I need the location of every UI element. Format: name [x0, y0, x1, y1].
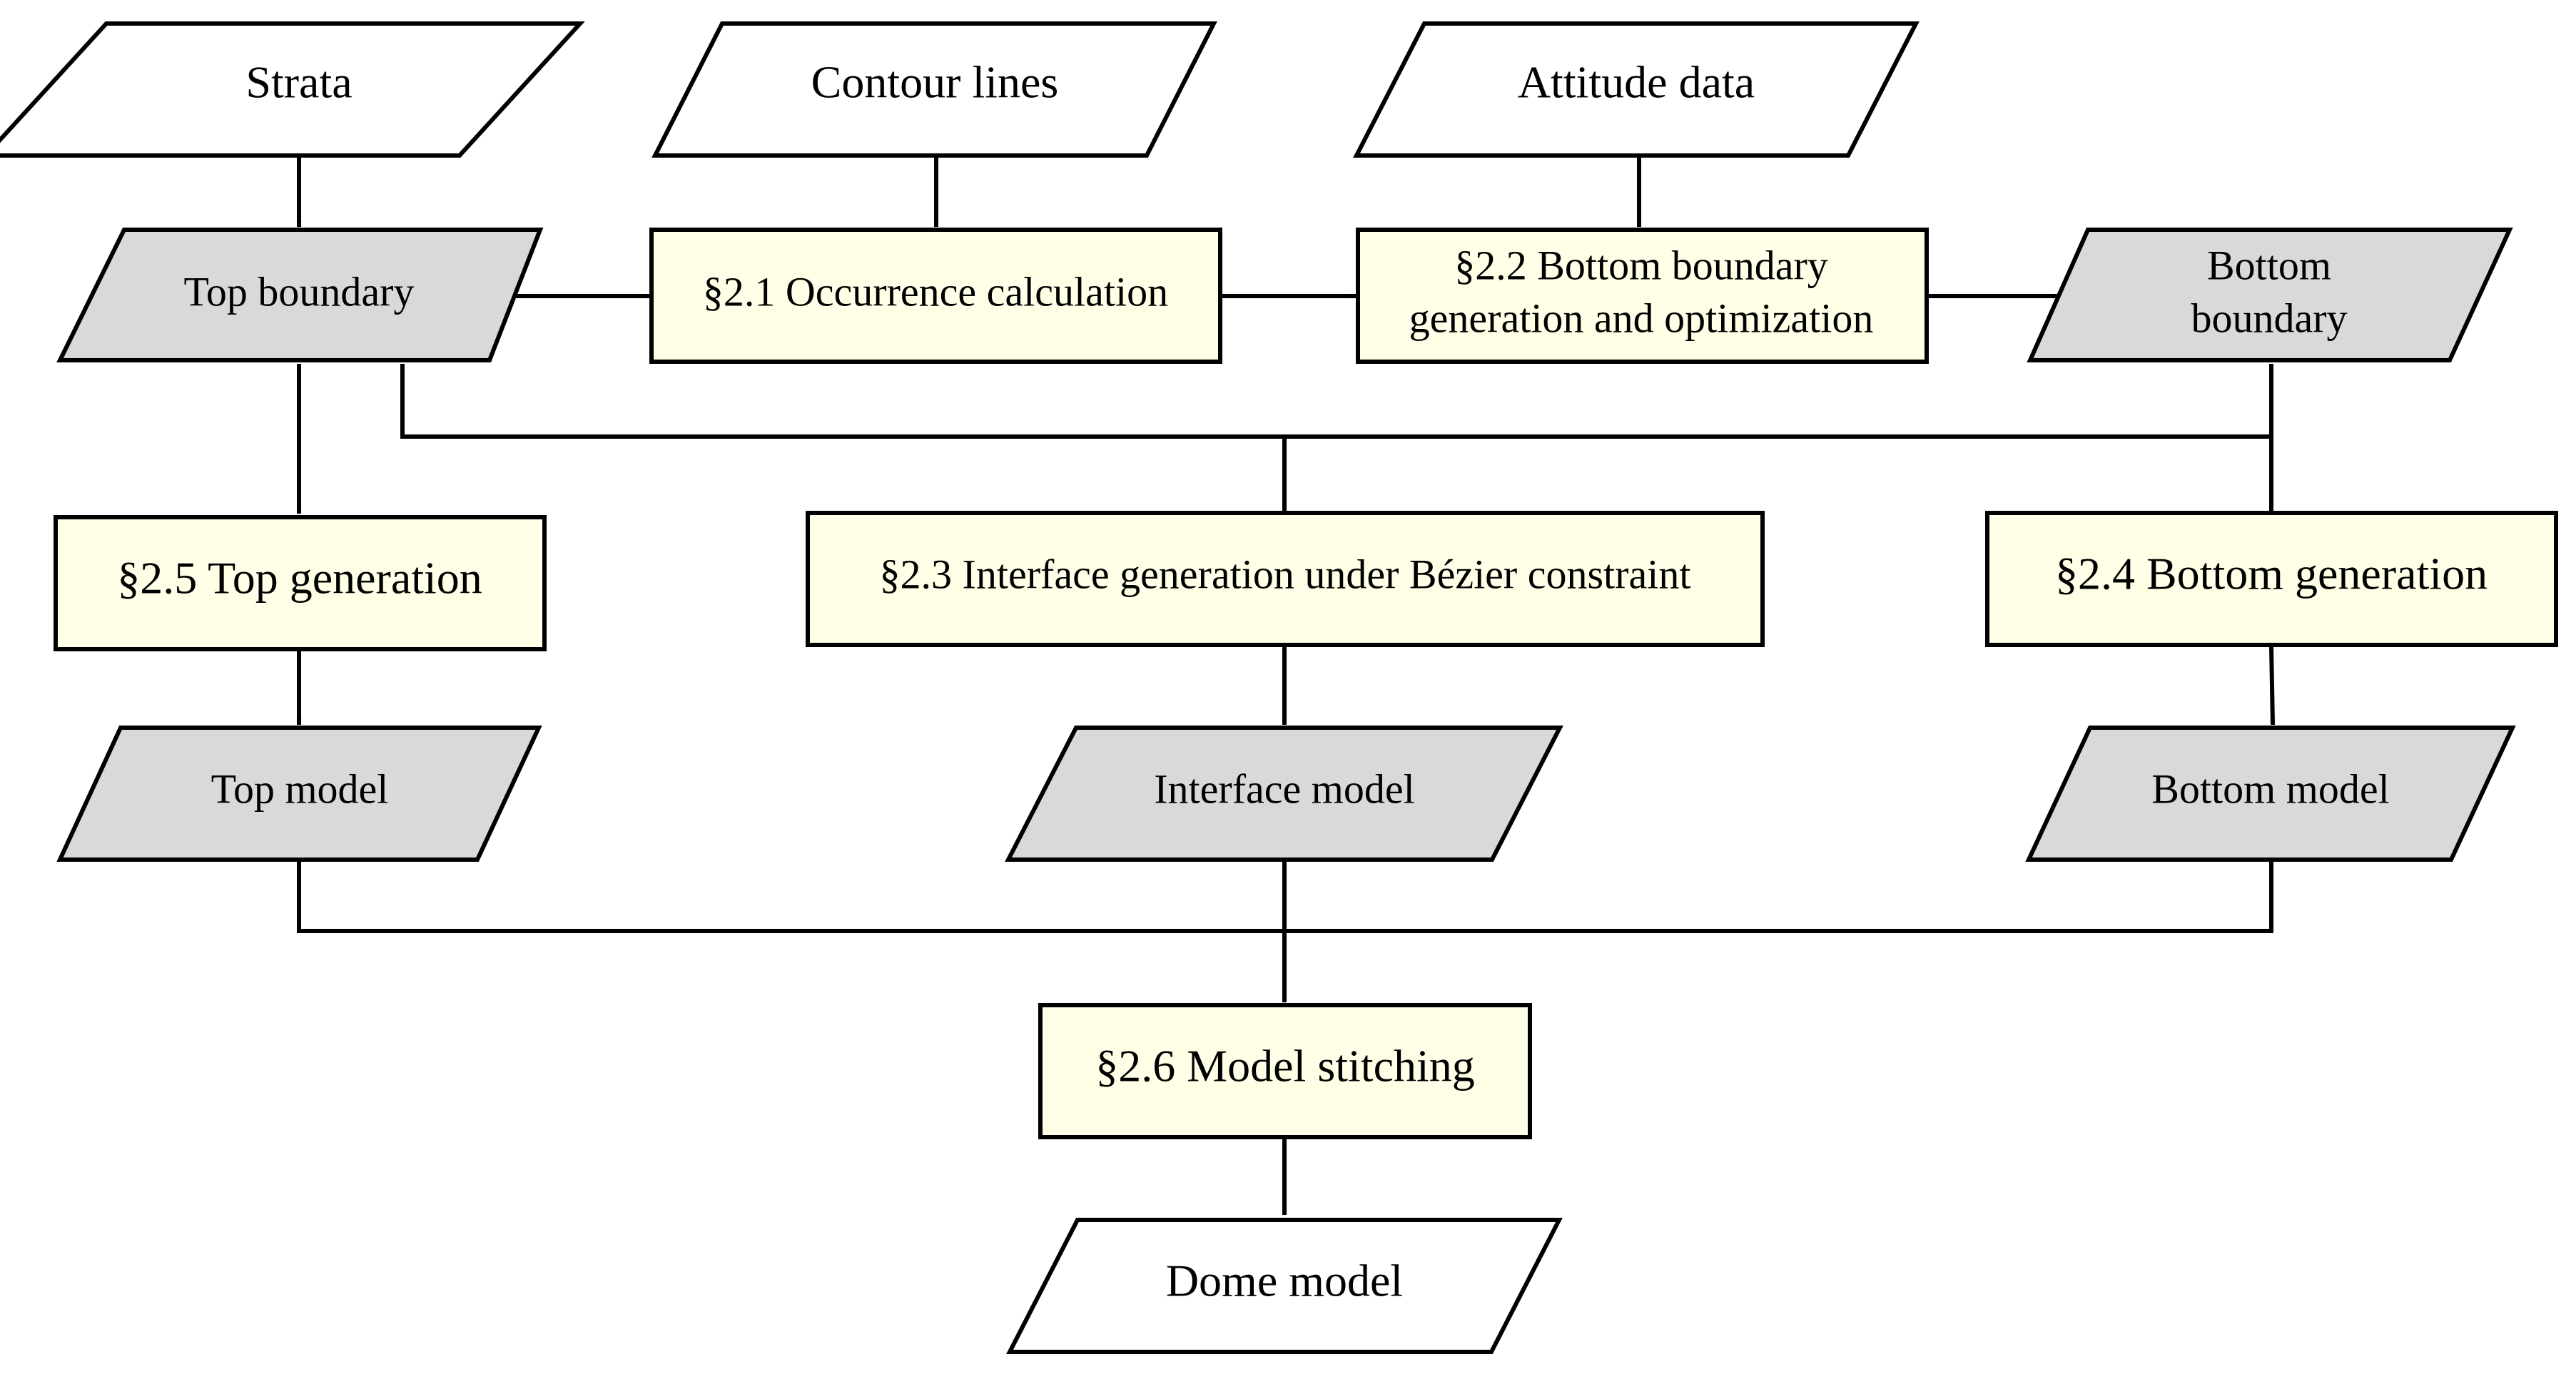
interface-model-label: Interface model: [1154, 765, 1415, 812]
attitude-data-shape: [1353, 21, 1920, 158]
edge-bottom-generation-to-bottom-model: [2269, 646, 2276, 726]
occurrence-calculation-node: §2.1 Occurrence calculation: [649, 228, 1222, 364]
model-stitching-label: §2.6 Model stitching: [1095, 1041, 1475, 1091]
occurrence-calculation-label: §2.1 Occurrence calculation: [703, 268, 1168, 315]
occurrence-calculation-box: [649, 228, 1222, 364]
top-model-node: Top model: [56, 726, 542, 862]
bottom-boundary-node: Bottom boundary: [2027, 228, 2513, 362]
top-boundary-shape: [56, 228, 544, 362]
bottom-generation-box: [1985, 511, 2558, 647]
strata-shape: [0, 21, 585, 158]
bottom-model-node: Bottom model: [2025, 726, 2516, 862]
interface-generation-label: §2.3 Interface generation under Bézier c…: [880, 551, 1691, 597]
bottom-generation-node: §2.4 Bottom generation: [1985, 511, 2558, 647]
bottom-boundary-label-line2: boundary: [2191, 295, 2347, 341]
contour-lines-node: Contour lines: [651, 21, 1217, 158]
top-model-shape: [56, 726, 542, 862]
model-stitching-node: §2.6 Model stitching: [1038, 1003, 1532, 1139]
attitude-data-node: Attitude data: [1353, 21, 1920, 158]
attitude-data-label: Attitude data: [1518, 57, 1755, 108]
dome-model-node: Dome model: [1006, 1218, 1563, 1354]
top-generation-node: §2.5 Top generation: [54, 515, 547, 651]
dome-model-shape: [1006, 1218, 1563, 1354]
top-model-label: Top model: [211, 765, 389, 812]
top-generation-box: [54, 515, 547, 651]
interface-generation-box: [806, 511, 1765, 647]
bottom-generation-label: §2.4 Bottom generation: [2055, 549, 2488, 599]
contour-lines-shape: [651, 21, 1217, 158]
bottom-boundary-generation-node: §2.2 Bottom boundary generation and opti…: [1356, 228, 1929, 364]
bottom-boundary-shape: [2027, 228, 2513, 362]
interface-model-shape: [1005, 726, 1563, 862]
top-boundary-node: Top boundary: [56, 228, 544, 362]
bottom-boundary-generation-label-line2: generation and optimization: [1409, 295, 1874, 341]
dome-model-label: Dome model: [1166, 1256, 1403, 1306]
model-stitching-box: [1038, 1003, 1532, 1139]
bottom-model-label: Bottom model: [2151, 765, 2390, 812]
top-boundary-label: Top boundary: [184, 268, 415, 315]
interface-generation-node: §2.3 Interface generation under Bézier c…: [806, 511, 1765, 647]
bottom-boundary-label-line1: Bottom: [2207, 242, 2331, 288]
strata-label: Strata: [245, 57, 352, 108]
bottom-boundary-generation-box: [1356, 228, 1929, 364]
contour-lines-label: Contour lines: [811, 57, 1059, 108]
interface-model-node: Interface model: [1005, 726, 1563, 862]
bottom-boundary-generation-label-line1: §2.2 Bottom boundary: [1454, 242, 1828, 288]
top-generation-label: §2.5 Top generation: [117, 553, 482, 604]
strata-node: Strata: [0, 21, 585, 158]
bottom-model-shape: [2025, 726, 2516, 862]
edge-boundaries-to-interface-bus: [400, 364, 2273, 439]
